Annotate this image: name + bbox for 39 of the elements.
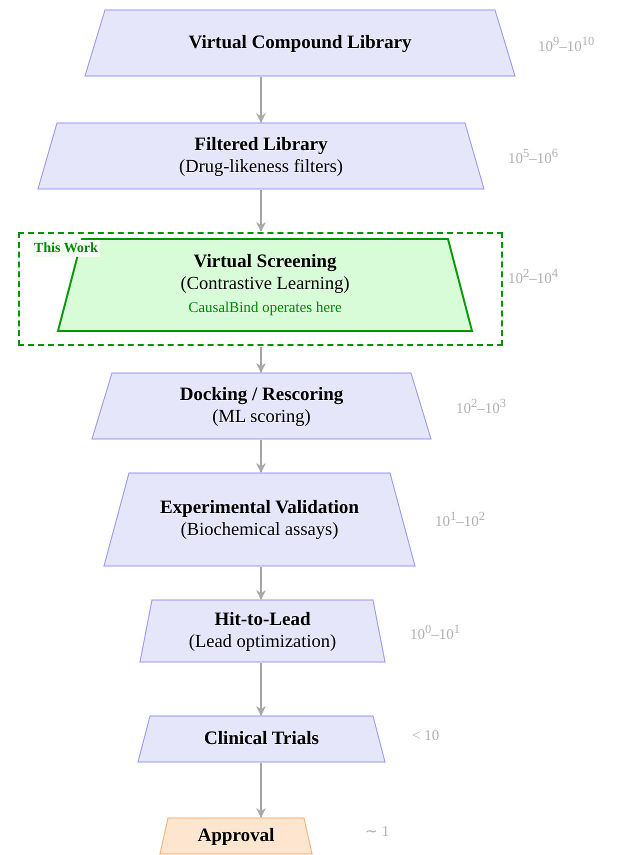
stage-subtitle: (Contrastive Learning) [180,272,350,296]
trapezoid-box [38,123,484,189]
trapezoid-box [104,473,415,566]
arrow [256,347,266,373]
stage-note: CausalBind operates here [188,298,342,318]
stage-title: Experimental Validation [160,497,359,519]
trapezoid-box [160,818,312,854]
stage-subtitle: (ML scoring) [212,406,311,428]
stage-title: Docking / Rescoring [180,384,344,406]
count-label: ∼ 1 [365,823,390,841]
stage-title: Virtual Compound Library [188,32,412,54]
stage-subtitle: (Lead optimization) [188,630,336,654]
trapezoid-box [138,716,385,762]
arrow [256,663,266,716]
count-label: 10$^{2}$–10$^{3}$ [456,396,506,418]
arrow [256,77,266,123]
dashed-group-box [18,232,503,346]
arrow [256,190,266,232]
trapezoid-box [58,239,472,331]
stage-subtitle: (Drug-likeness filters) [179,156,343,178]
stage-subtitle: (Biochemical assays) [180,519,338,542]
group-title: This Work [32,240,100,257]
stage-title: Hit-to-Lead [214,608,311,630]
count-label: 10$^{0}$–10$^{1}$ [410,622,460,644]
trapezoid-box [92,373,431,439]
stage-title: Approval [198,825,274,847]
count-label: 10$^{1}$–10$^{2}$ [435,509,485,531]
count-label: < 10 [412,728,440,745]
count-label: 10$^{2}$–10$^{4}$ [508,266,558,288]
stage-title: Filtered Library [194,134,328,156]
count-label: 10$^{5}$–10$^{6}$ [508,146,558,168]
arrow [256,763,266,818]
count-label: 10$^{9}$–10$^{10}$ [538,34,594,56]
arrow [256,440,266,473]
trapezoid-box [85,10,515,76]
stage-title: Virtual Screening [193,250,337,272]
trapezoid-box [140,600,385,662]
arrow [256,567,266,600]
stage-title: Clinical Trials [204,728,319,750]
